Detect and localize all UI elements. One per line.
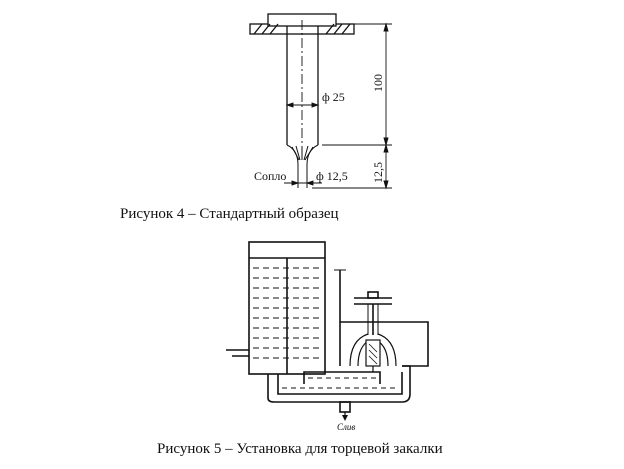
inlet-pipe bbox=[226, 349, 249, 357]
specimen-figure bbox=[249, 13, 392, 190]
dim-tip-label: 12,5 bbox=[371, 162, 385, 183]
figure4-caption: Рисунок 4 – Стандартный образец bbox=[120, 206, 339, 222]
nozzle-diameter-dimension bbox=[284, 180, 322, 186]
water-tank bbox=[248, 241, 326, 375]
figure5-caption: Рисунок 5 – Установка для торцевой закал… bbox=[157, 441, 443, 457]
drain-outlet bbox=[339, 401, 351, 421]
length-dimension bbox=[312, 22, 392, 190]
quench-basin bbox=[267, 365, 411, 403]
stand-post bbox=[334, 269, 346, 366]
diameter-25-dimension bbox=[285, 102, 320, 108]
fountain-nozzle bbox=[349, 333, 397, 372]
specimen-holder bbox=[354, 291, 392, 335]
support-frame bbox=[340, 321, 429, 367]
dim-diameter-label: ф 25 bbox=[322, 90, 345, 104]
dim-length-label: 100 bbox=[371, 74, 385, 92]
quench-setup-figure bbox=[226, 241, 429, 421]
nozzle-jet bbox=[286, 144, 319, 188]
dim-nozzle-diameter-label: ф 12,5 bbox=[316, 169, 348, 183]
nozzle-label: Сопло bbox=[254, 169, 286, 183]
specimen-cylinder bbox=[286, 20, 319, 148]
drain-label: Слив bbox=[337, 422, 355, 432]
